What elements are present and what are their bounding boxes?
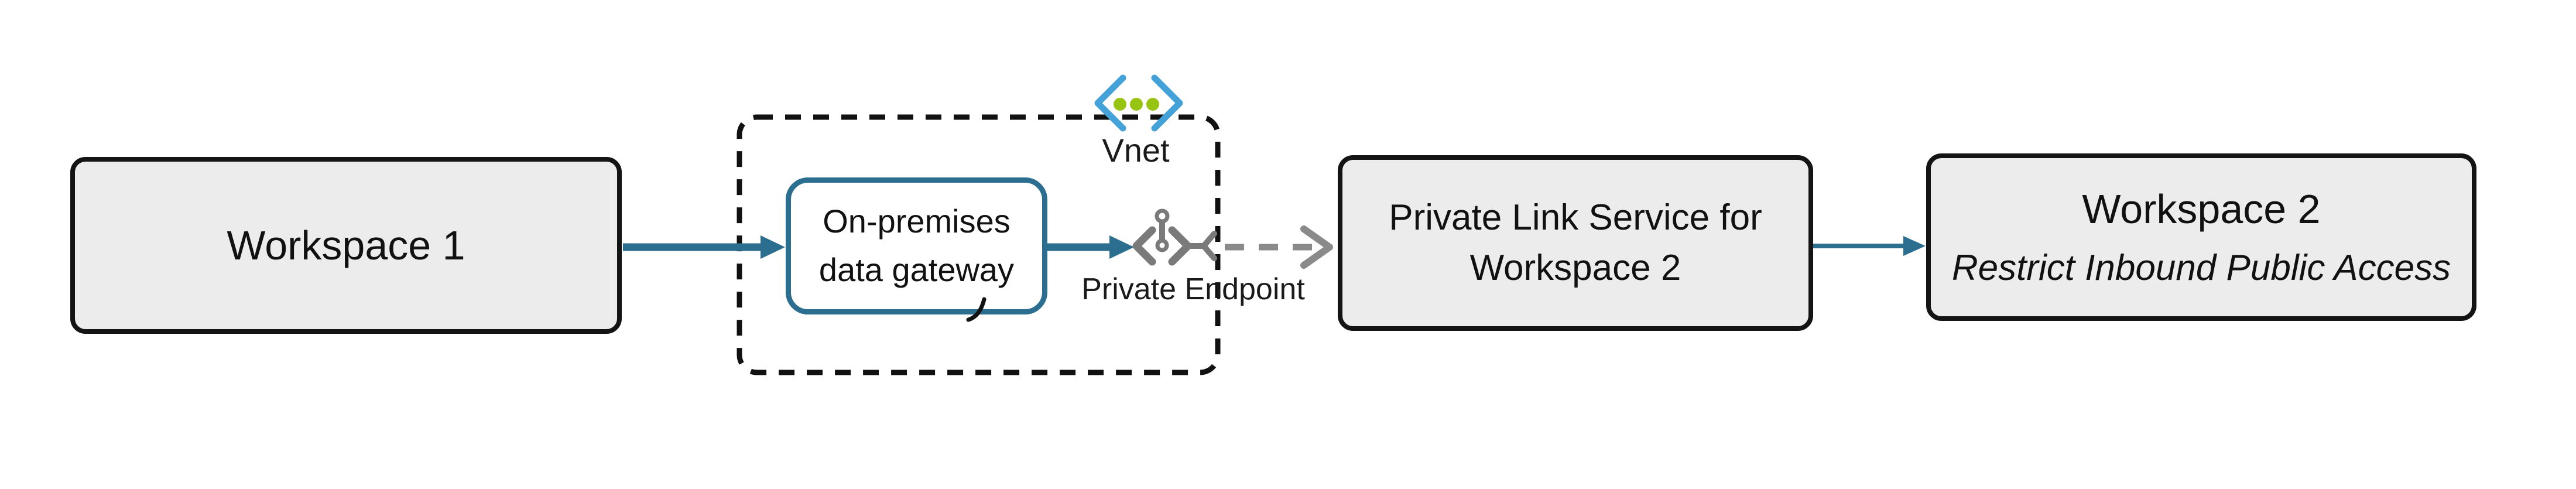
- arrow-workspace1-to-gateway: [623, 235, 785, 259]
- gateway-label-line2: data gateway: [818, 251, 1015, 288]
- workspace1-node: Workspace 1: [70, 157, 622, 334]
- arrow-private-link-service-to-workspace2: [1813, 236, 1926, 256]
- vnet-icon: [1094, 74, 1183, 132]
- private-link-service-label-line2: Workspace 2: [1469, 248, 1681, 288]
- private-link-service-node: Private Link Service for Workspace 2: [1338, 155, 1813, 331]
- private-endpoint-label: Private Endpoint: [1081, 272, 1305, 306]
- on-premises-data-gateway-node: On-premises data gateway: [786, 177, 1047, 314]
- gateway-label-line1: On-premises: [823, 203, 1010, 240]
- arrow-gateway-to-private-endpoint: [1046, 235, 1134, 259]
- workspace2-restriction-label: Restrict Inbound Public Access: [1951, 247, 2451, 288]
- private-link-service-label-line1: Private Link Service for: [1389, 197, 1762, 238]
- workspace2-node: Workspace 2 Restrict Inbound Public Acce…: [1926, 153, 2476, 321]
- vnet-label: Vnet: [1102, 132, 1170, 169]
- private-endpoint-icon: [1132, 208, 1217, 266]
- workspace1-label: Workspace 1: [227, 223, 465, 268]
- arrow-private-endpoint-to-private-link-service: [1225, 225, 1333, 269]
- workspace2-label: Workspace 2: [2082, 186, 2321, 232]
